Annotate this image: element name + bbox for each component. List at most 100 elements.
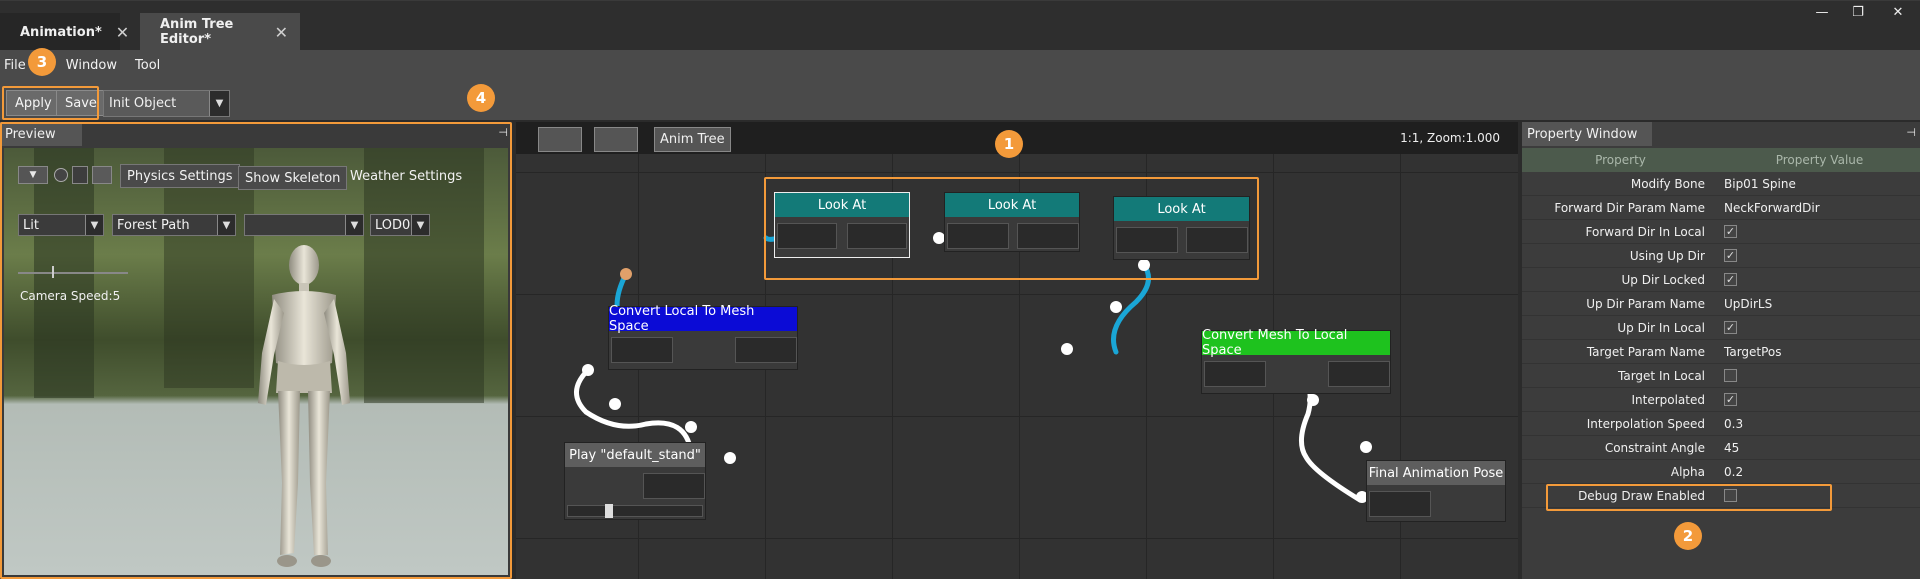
port-dot[interactable] — [1061, 343, 1073, 355]
node-slot — [1204, 361, 1266, 387]
weather-settings-button[interactable]: Weather Settings — [350, 168, 463, 184]
node-look-at-2[interactable]: Look At — [944, 192, 1080, 252]
environment-select[interactable]: Forest Path ▼ — [112, 214, 236, 236]
close-icon[interactable]: ✕ — [115, 22, 130, 42]
apply-button[interactable]: Apply — [6, 90, 61, 116]
tab-animation[interactable]: Animation* ✕ — [0, 13, 129, 51]
port-dot[interactable] — [1356, 491, 1368, 503]
port-dot[interactable] — [933, 232, 945, 244]
play-progress-handle[interactable] — [605, 504, 613, 518]
property-value[interactable]: 0.3 — [1724, 416, 1744, 431]
object-select[interactable]: Init Object ▼ — [103, 90, 230, 117]
preview-viewport[interactable]: ▼ Physics Settings Show Skeleton Weather… — [4, 148, 508, 575]
grid-icon[interactable] — [72, 166, 88, 184]
chevron-down-icon[interactable]: ▼ — [85, 215, 103, 235]
node-slot — [1328, 361, 1390, 387]
breadcrumb-anim-tree[interactable]: Anim Tree — [654, 127, 731, 152]
port-dot[interactable] — [685, 421, 697, 433]
node-play-default-stand[interactable]: Play "default_stand" — [564, 442, 706, 520]
play-progress-track[interactable] — [567, 505, 703, 517]
chevron-down-icon[interactable]: ▼ — [217, 215, 235, 235]
toolbar: Apply Save — [0, 80, 1920, 120]
show-skeleton-button[interactable]: Show Skeleton — [238, 166, 348, 190]
property-table-header: Property Property Value — [1522, 148, 1920, 172]
property-name: Target Param Name — [1586, 344, 1705, 359]
checkbox[interactable]: ✓ — [1724, 249, 1737, 262]
property-row[interactable]: Up Dir Locked✓ — [1522, 268, 1920, 292]
view-menu-icon[interactable]: ▼ — [18, 166, 48, 184]
property-row[interactable]: Up Dir In Local✓ — [1522, 316, 1920, 340]
camera-speed-slider[interactable] — [18, 272, 128, 274]
camera-speed-slider-handle[interactable] — [52, 266, 54, 278]
menu-window[interactable]: Window — [65, 57, 118, 73]
property-name: Target In Local — [1618, 368, 1705, 383]
pin-icon[interactable]: ⊣ — [498, 126, 508, 139]
port-dot[interactable] — [1110, 301, 1122, 313]
checkbox[interactable]: ✓ — [1724, 273, 1737, 286]
port-dot[interactable] — [724, 452, 736, 464]
property-value[interactable]: NeckForwardDir — [1724, 200, 1820, 215]
wire-lookat3-mesh-to-local — [1111, 262, 1151, 355]
checkbox[interactable]: ✓ — [1724, 393, 1737, 406]
chevron-down-icon[interactable]: ▼ — [209, 91, 229, 116]
checkbox[interactable] — [1724, 369, 1737, 382]
save-button[interactable]: Save — [56, 90, 106, 116]
close-icon[interactable]: ✕ — [274, 22, 288, 42]
property-row[interactable]: Using Up Dir✓ — [1522, 244, 1920, 268]
close-window-icon[interactable]: ✕ — [1892, 4, 1904, 20]
node-convert-mesh-to-local[interactable]: Convert Mesh To Local Space — [1201, 328, 1391, 394]
port-dot[interactable] — [1138, 259, 1150, 271]
node-final-animation-pose[interactable]: Final Animation Pose — [1366, 460, 1506, 522]
property-value[interactable]: 0.2 — [1724, 464, 1744, 479]
minimize-icon[interactable]: — — [1815, 4, 1829, 20]
port-dot[interactable] — [609, 398, 621, 410]
property-value[interactable]: UpDirLS — [1724, 296, 1773, 311]
back-button[interactable] — [538, 127, 582, 152]
menu-bar: File Window Tool — [0, 50, 1920, 80]
port-dot[interactable] — [1307, 394, 1319, 406]
render-mode-select[interactable]: Lit ▼ — [18, 214, 104, 236]
lod-select[interactable]: LOD0 ▼ — [370, 214, 430, 236]
node-look-at-3[interactable]: Look At — [1113, 196, 1250, 260]
menu-file[interactable]: File — [4, 57, 26, 73]
property-value[interactable]: 45 — [1724, 440, 1740, 455]
menu-tool[interactable]: Tool — [135, 57, 161, 73]
restore-icon[interactable]: ❐ — [1852, 4, 1864, 20]
property-row[interactable]: Interpolated✓ — [1522, 388, 1920, 412]
node-look-at-1[interactable]: Look At — [774, 192, 910, 258]
checkbox[interactable]: ✓ — [1724, 321, 1737, 334]
property-value[interactable]: Bip01 Spine — [1724, 176, 1796, 191]
port-dot[interactable] — [1360, 441, 1372, 453]
checkbox[interactable]: ✓ — [1724, 225, 1737, 238]
empty-select[interactable]: ▼ — [244, 214, 364, 236]
anim-graph-panel[interactable]: Anim Tree 1:1, Zoom:1.000 — [516, 122, 1518, 579]
port-dot[interactable] — [620, 268, 632, 280]
col-property: Property — [1595, 153, 1646, 167]
node-convert-local-to-mesh[interactable]: Convert Local To Mesh Space — [608, 304, 798, 370]
chevron-down-icon[interactable]: ▼ — [345, 215, 363, 235]
property-value[interactable]: TargetPos — [1724, 344, 1782, 359]
node-slot — [777, 223, 837, 249]
tree-silhouette — [364, 148, 484, 403]
checkbox[interactable] — [1724, 489, 1737, 502]
port-dot[interactable] — [582, 364, 594, 376]
forward-button[interactable] — [594, 127, 638, 152]
tab-anim-tree-editor[interactable]: Anim Tree Editor* ✕ — [140, 13, 300, 51]
property-row[interactable]: Debug Draw Enabled — [1522, 484, 1920, 508]
chevron-down-icon[interactable]: ▼ — [411, 215, 429, 235]
property-row[interactable]: Target Param Name TargetPos — [1522, 340, 1920, 364]
property-row[interactable]: Forward Dir In Local✓ — [1522, 220, 1920, 244]
camera-icon[interactable] — [92, 166, 112, 184]
property-window: Property Window ⊣ Property Property Valu… — [1522, 122, 1920, 579]
property-row[interactable]: Target In Local — [1522, 364, 1920, 388]
lighting-icon[interactable] — [54, 168, 68, 182]
physics-settings-button[interactable]: Physics Settings — [120, 164, 240, 188]
pin-icon[interactable]: ⊣ — [1906, 126, 1916, 139]
